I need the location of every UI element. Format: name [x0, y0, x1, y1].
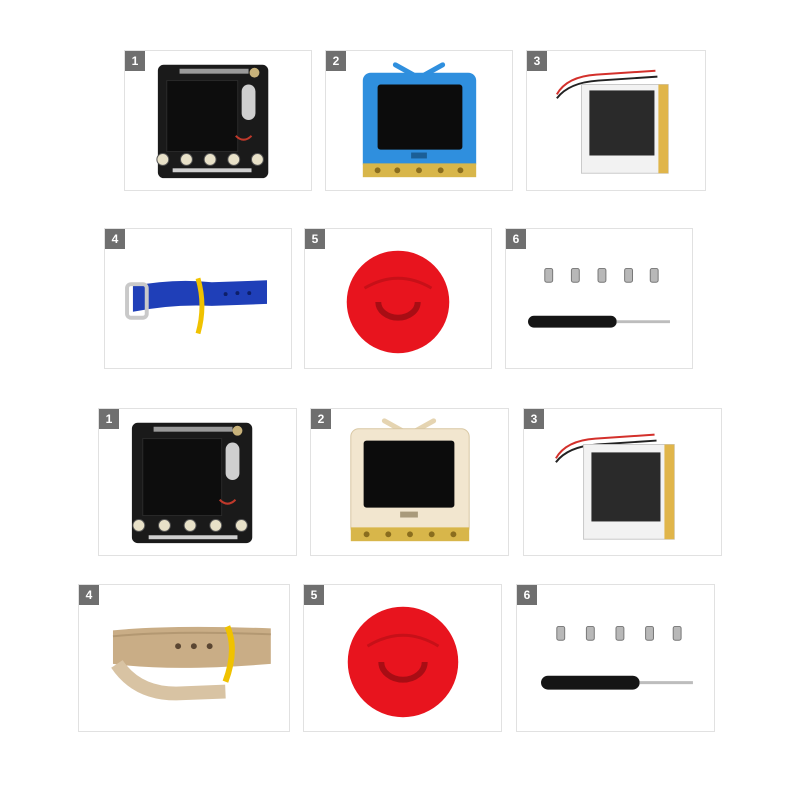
- set1-item4-card: 4: [104, 228, 292, 369]
- set1-item3-card: 3: [526, 50, 706, 191]
- item-number-badge: 4: [79, 585, 99, 605]
- set2-item6-card: 6: [516, 584, 715, 732]
- item-number-badge: 2: [311, 409, 331, 429]
- set2-item4-card: 4: [78, 584, 290, 732]
- item-number-badge: 5: [305, 229, 325, 249]
- item-number-badge: 6: [517, 585, 537, 605]
- screws-screwdriver-icon: [541, 625, 693, 690]
- set2-item3-card: 3: [523, 408, 722, 556]
- tape-roll-icon: [346, 250, 450, 354]
- tv-case-icon: [350, 418, 470, 542]
- item-number-badge: 2: [326, 51, 346, 71]
- tape-roll-icon: [347, 606, 459, 718]
- set2-item5-card: 5: [303, 584, 502, 732]
- set1-item6-card: 6: [505, 228, 693, 369]
- screws-screwdriver-icon: [528, 267, 670, 328]
- battery-icon: [555, 69, 669, 174]
- item-number-badge: 3: [524, 409, 544, 429]
- item-number-badge: 4: [105, 229, 125, 249]
- set2-item1-card: 1: [98, 408, 297, 556]
- watch-strap-icon: [111, 625, 271, 701]
- set1-item2-card: 2: [325, 50, 513, 191]
- watch-strap-icon: [125, 277, 268, 335]
- tv-case-icon: [362, 62, 477, 178]
- item-number-badge: 6: [506, 229, 526, 249]
- set1-item1-card: 1: [124, 50, 312, 191]
- set2-item2-card: 2: [310, 408, 509, 556]
- battery-icon: [555, 433, 675, 540]
- item-number-badge: 1: [99, 409, 119, 429]
- set1-item5-card: 5: [304, 228, 492, 369]
- controller-board-icon: [131, 422, 253, 544]
- controller-board-icon: [156, 64, 269, 179]
- item-number-badge: 5: [304, 585, 324, 605]
- item-number-badge: 3: [527, 51, 547, 71]
- item-number-badge: 1: [125, 51, 145, 71]
